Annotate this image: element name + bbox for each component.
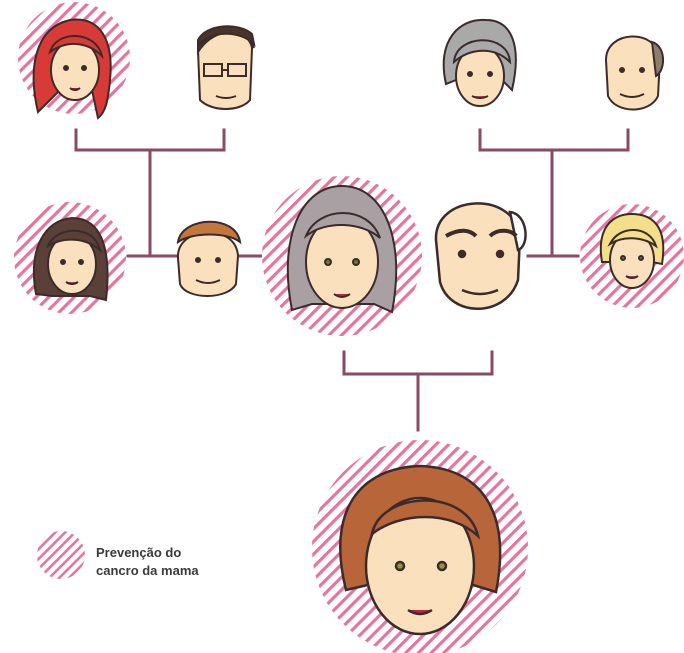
connector-paternal-grandparents xyxy=(74,128,226,152)
face-aunt-maternal xyxy=(599,212,665,289)
legend-label: Prevenção do cancro da mama xyxy=(96,544,199,580)
face-mother xyxy=(286,184,398,314)
legend-hatch-swatch xyxy=(37,531,85,579)
face-grandmother-paternal xyxy=(32,18,112,120)
legend-line-2: cancro da mama xyxy=(96,563,199,578)
legend-line-1: Prevenção do xyxy=(96,545,182,560)
face-grandmother-maternal xyxy=(442,18,517,107)
face-grandfather-maternal xyxy=(604,35,664,111)
connector-lines xyxy=(74,128,630,432)
face-grandfather-paternal xyxy=(196,25,256,110)
connector-maternal-grandparents xyxy=(478,128,630,152)
face-daughter xyxy=(339,464,502,636)
face-father xyxy=(434,202,527,310)
connector-parents xyxy=(342,350,494,376)
face-aunt-paternal xyxy=(32,216,109,302)
legend: Prevenção do cancro da mama xyxy=(36,526,256,586)
face-uncle-paternal xyxy=(176,220,242,297)
